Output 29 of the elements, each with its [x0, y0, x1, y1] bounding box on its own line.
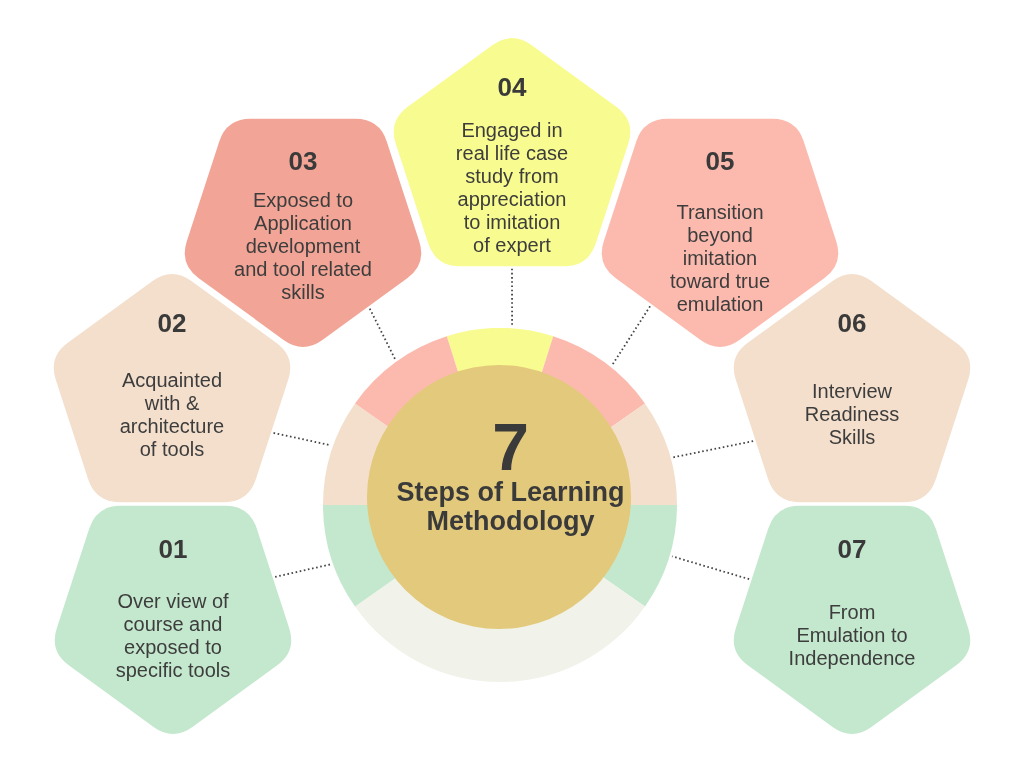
step-description: Exposed to Application development and tool related skills	[233, 188, 373, 304]
pentagon	[733, 505, 971, 734]
step-number: 04	[497, 72, 527, 102]
pentagon	[54, 505, 292, 734]
step-number: 03	[288, 146, 318, 176]
step-description: Interview Readiness Skills	[803, 379, 901, 449]
dotted-connector	[672, 440, 755, 459]
pentagon	[184, 118, 422, 347]
step-count: 7	[492, 417, 529, 477]
dotted-connector	[671, 555, 751, 581]
step-number: 02	[157, 308, 187, 338]
step-number: 05	[705, 146, 735, 176]
step-number: 01	[158, 534, 188, 564]
dotted-connector	[274, 563, 332, 578]
dotted-connector	[272, 432, 332, 447]
step-description: Engaged in real life case study from appreciation to imitation of expert	[454, 119, 570, 257]
step-description: Over view of course and exposed to specific tools	[114, 590, 232, 682]
dotted-connector	[368, 307, 397, 361]
segmented-ring	[323, 328, 677, 682]
pentagon	[601, 118, 839, 347]
dotted-connector	[611, 305, 651, 366]
center-title: Steps of Learning Methodology	[395, 478, 626, 536]
dotted-connector	[511, 267, 513, 327]
step-description: Transition beyond imitation toward true emulation	[668, 200, 772, 316]
pentagon	[393, 38, 631, 267]
step-number: 07	[837, 534, 867, 564]
step-number: 06	[837, 308, 867, 338]
step-description: Acquainted with & architecture of tools	[118, 369, 226, 461]
step-description: From Emulation to Independence	[787, 600, 917, 670]
